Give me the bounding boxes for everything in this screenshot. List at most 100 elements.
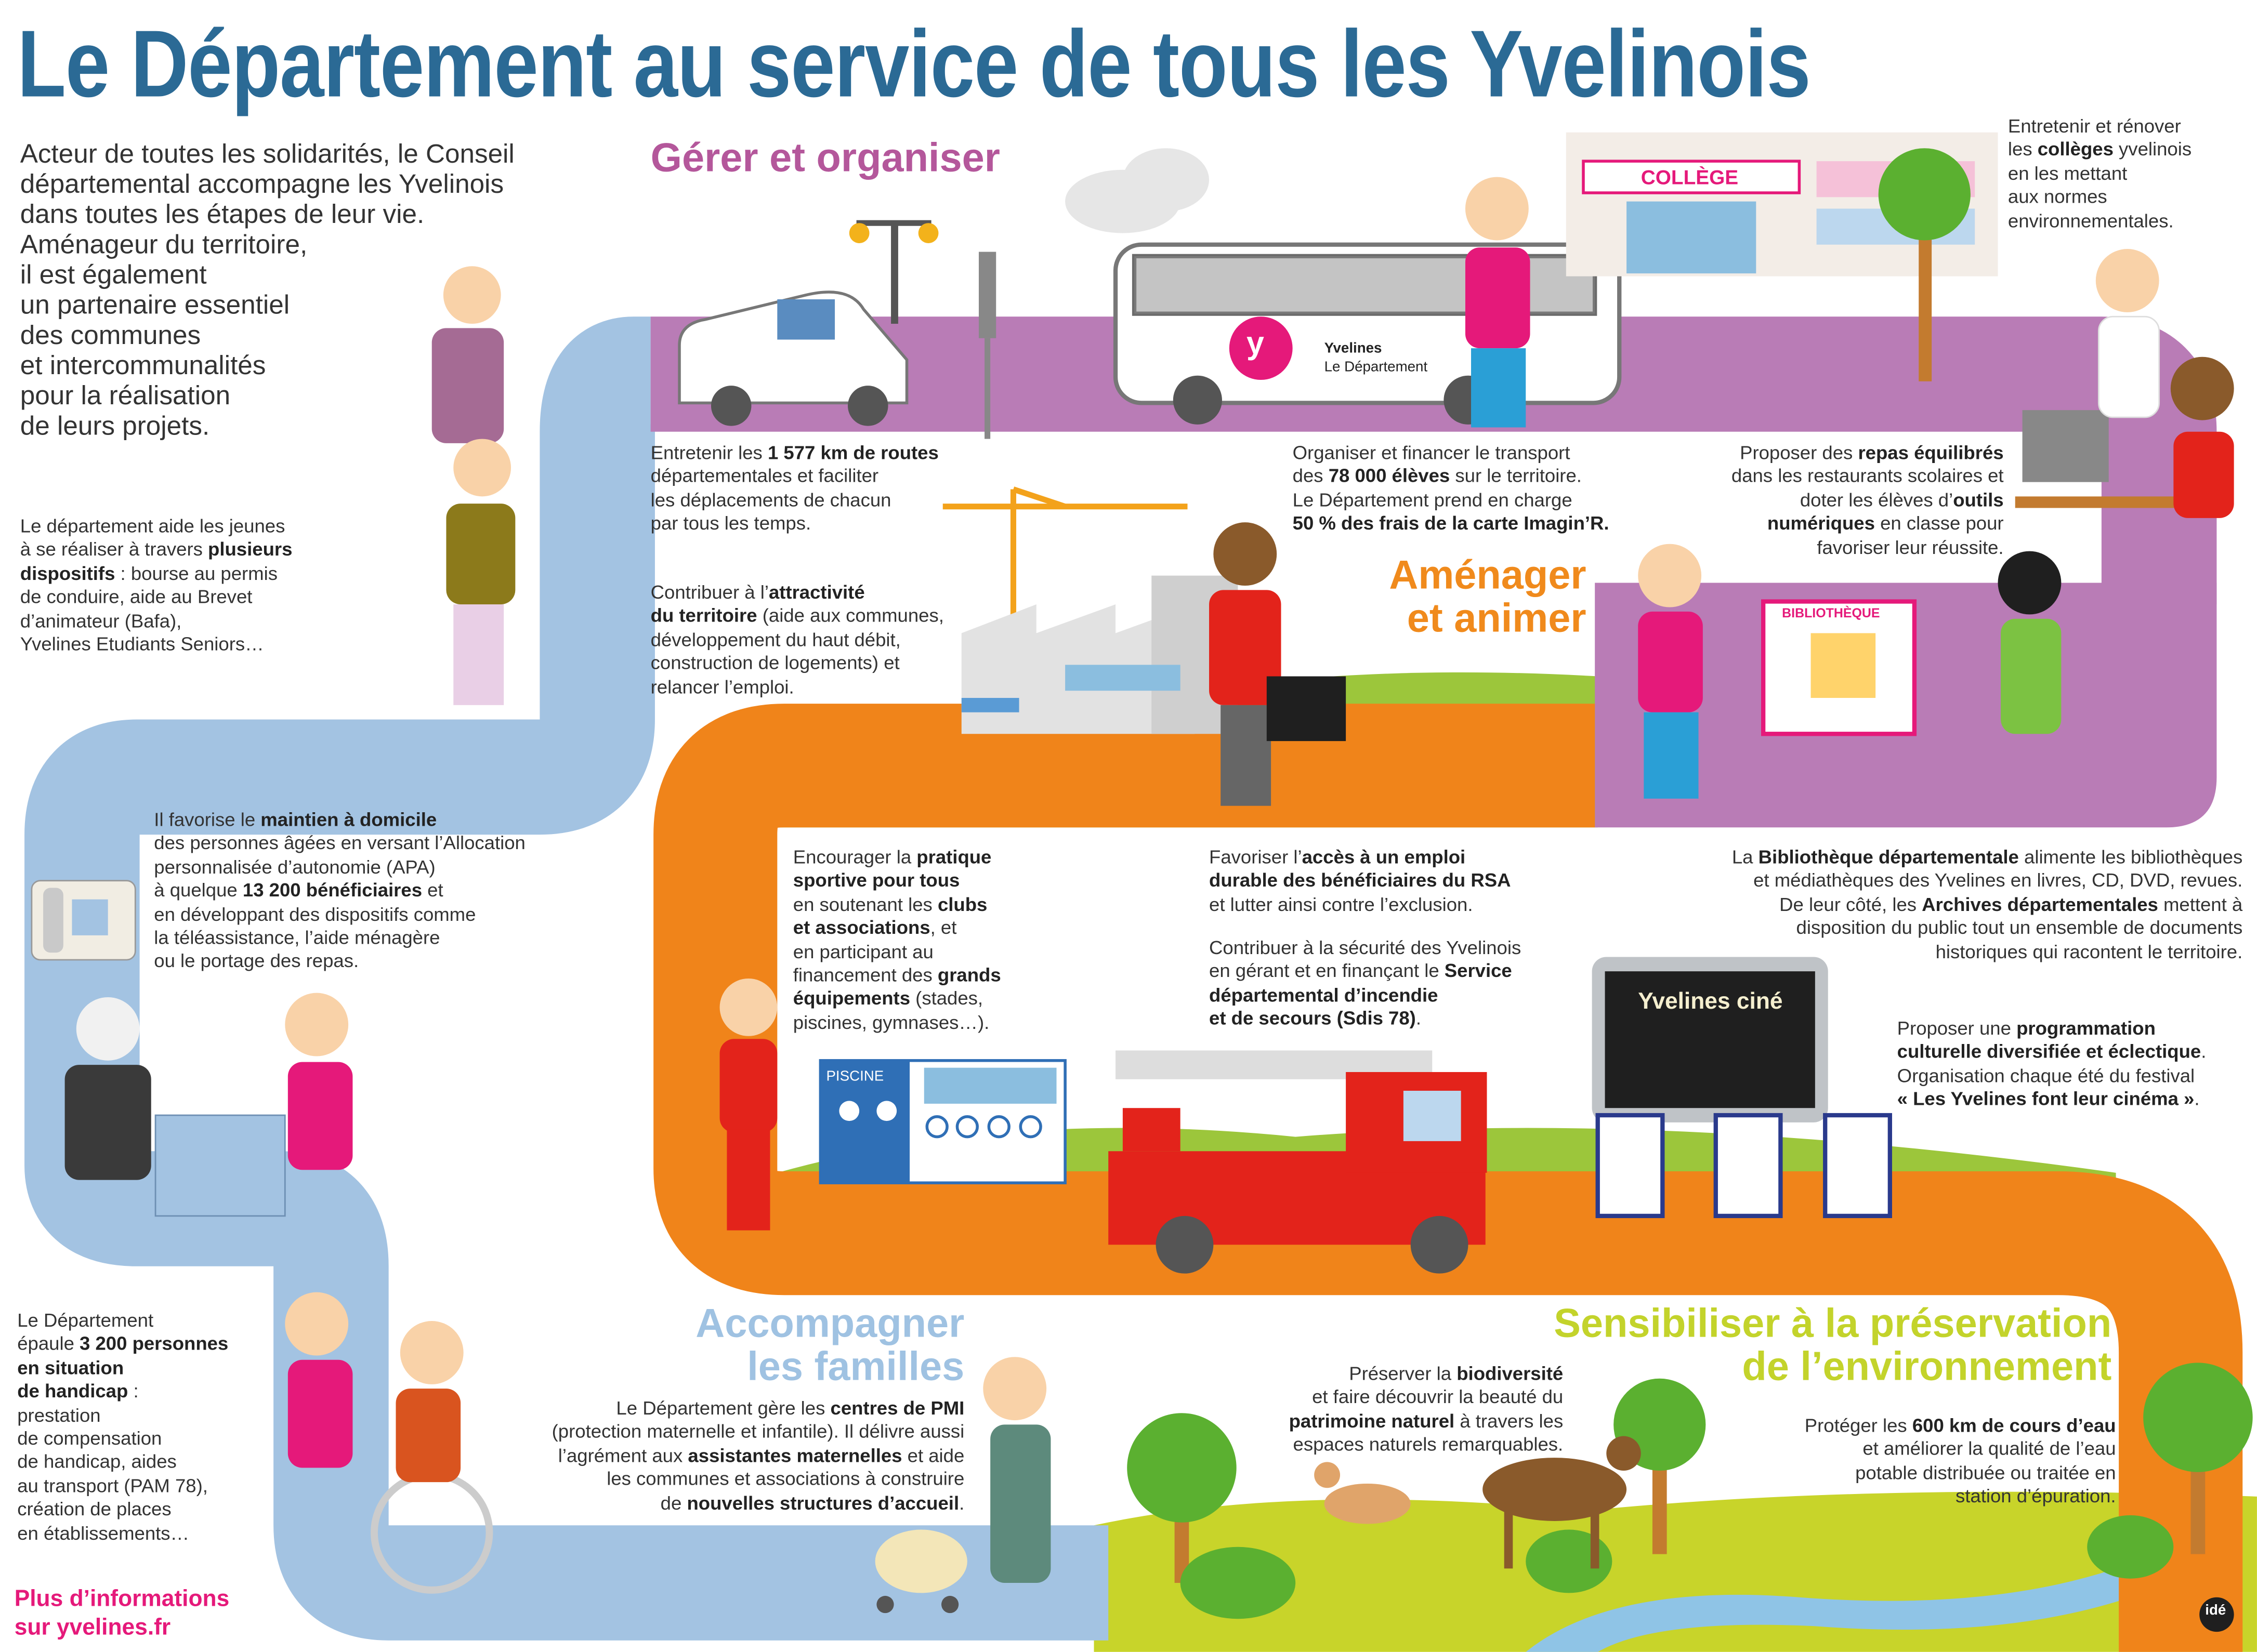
text-line: et faire découvrir la beauté du — [1289, 1386, 1563, 1410]
bold-text: attractivité — [768, 581, 865, 603]
bold-text: plusieurs — [208, 538, 293, 561]
bus — [1113, 242, 1622, 425]
text-line: et intercommunalités — [20, 350, 515, 380]
bold-text: du territoire — [650, 605, 757, 627]
text-line: de leurs projets. — [20, 410, 515, 440]
text: épaule — [17, 1333, 80, 1355]
text-line: à se réaliser à travers plusieurs — [20, 539, 293, 562]
bold-text: de handicap — [17, 1380, 128, 1402]
text: Organiser et financer le transport — [1292, 442, 1570, 464]
text-line: à quelque 13 200 bénéficiaires et — [154, 880, 526, 903]
text: et lutter ainsi contre l’exclusion. — [1209, 893, 1473, 915]
text: un partenaire essentiel — [20, 289, 290, 320]
text: (aide aux communes, — [757, 605, 944, 627]
text-line: d’animateur (Bafa), — [20, 610, 293, 633]
stroller — [875, 1529, 967, 1614]
bold-text: patrimoine naturel — [1289, 1410, 1455, 1432]
library-sign: BIBLIOTHÈQUE — [1782, 605, 1880, 620]
text-line: Le Département gère les centres de PMI — [552, 1397, 965, 1421]
paragraph-pmi: Le Département gère les centres de PMI(p… — [552, 1397, 965, 1515]
text: ou le portage des repas. — [154, 950, 359, 972]
text: à se réaliser à travers — [20, 538, 208, 561]
bold-text: Archives départementales — [1922, 893, 2158, 915]
person-figure — [1465, 177, 1530, 428]
more-info-url[interactable]: sur yvelines.fr — [14, 1616, 171, 1641]
fawn — [1314, 1462, 1411, 1524]
text-line: Le département aide les jeunes — [20, 515, 293, 538]
text: . — [959, 1491, 965, 1514]
text-line: sportive pour tous — [793, 870, 1001, 893]
text-line: de conduire, aide au Brevet — [20, 586, 293, 610]
text-line: De leur côté, les Archives départemental… — [1732, 893, 2242, 917]
section-title-environnement: Sensibiliser à la préservation de l’envi… — [1554, 1302, 2111, 1389]
deckchairs — [1595, 1113, 1892, 1219]
text: Contribuer à l’ — [650, 581, 769, 603]
text-line: du territoire (aide aux communes, — [651, 605, 944, 628]
text-line: Organiser et financer le transport — [1293, 442, 1609, 465]
text-line: les communes et associations à construir… — [552, 1468, 964, 1491]
text-line: épaule 3 200 personnes — [17, 1333, 228, 1356]
person-figure — [285, 1292, 353, 1468]
text: à quelque — [154, 879, 243, 902]
text: au transport (PAM 78), — [17, 1474, 208, 1497]
bold-text: 13 200 bénéficiaires — [242, 879, 423, 902]
text-line: prestation — [17, 1404, 228, 1428]
text-line: en développant des dispositifs comme — [154, 903, 526, 927]
section-title-gerer: Gérer et organiser — [650, 135, 1000, 180]
traffic-light — [978, 252, 996, 338]
text: , et — [930, 917, 957, 939]
bold-text: pratique — [916, 846, 992, 868]
text: station d’épuration. — [1955, 1485, 2116, 1507]
text: financement des — [793, 964, 938, 986]
text-line: historiques qui racontent le territoire. — [1732, 941, 2243, 964]
bold-text: clubs — [937, 893, 988, 915]
text-line: « Les Yvelines font leur cinéma ». — [1897, 1088, 2207, 1112]
text: mettent à — [2158, 893, 2243, 915]
text: Organisation chaque été du festival — [1897, 1064, 2195, 1087]
text: personnalisée d’autonomie (APA) — [154, 856, 436, 878]
section-title-amenager: Aménager et animer — [1389, 553, 1586, 640]
text-line: aux normes — [2008, 186, 2192, 209]
text: yvelinois — [2113, 138, 2192, 161]
text: par tous les temps. — [650, 512, 811, 534]
bold-text: assistantes maternelles — [688, 1444, 902, 1466]
text-line: Encourager la pratique — [793, 846, 1001, 869]
text: développement du haut débit, — [650, 628, 901, 651]
bold-text: Service — [1444, 960, 1512, 982]
text-line: l’agrément aux assistantes maternelles e… — [552, 1445, 965, 1468]
street-lamp — [891, 223, 898, 324]
text: les — [2007, 138, 2038, 161]
text: De leur côté, les — [1779, 893, 1922, 915]
text: Entretenir et rénover — [2007, 115, 2181, 137]
text: Le Département prend en charge — [1292, 488, 1572, 511]
text: de compensation — [17, 1428, 162, 1449]
bold-text: sportive pour tous — [793, 869, 960, 892]
traffic-light-pole — [985, 338, 991, 439]
cabinet — [154, 1114, 286, 1217]
text-line: les collèges yvelinois — [2008, 139, 2192, 162]
bold-text: centres de PMI — [830, 1397, 965, 1419]
bold-text: 600 km de cours d’eau — [1912, 1415, 2116, 1436]
text: en les mettant — [2007, 162, 2128, 184]
bold-text: dispositifs — [20, 562, 115, 584]
text-line: potable distribuée ou traitée en — [1805, 1462, 2116, 1485]
text: prestation — [17, 1404, 101, 1426]
text-line: de nouvelles structures d’accueil. — [552, 1492, 965, 1515]
text-line: culturelle diversifiée et éclectique. — [1897, 1041, 2207, 1064]
cinema-screen-title: Yvelines ciné — [1638, 990, 1783, 1015]
text-line: personnalisée d’autonomie (APA) — [154, 856, 526, 879]
text-line: (protection maternelle et infantile). Il… — [552, 1421, 965, 1444]
more-info-link[interactable]: Plus d’informations sur yvelines.fr — [15, 1586, 230, 1644]
tree — [1878, 148, 1971, 381]
person-figure — [285, 993, 353, 1170]
